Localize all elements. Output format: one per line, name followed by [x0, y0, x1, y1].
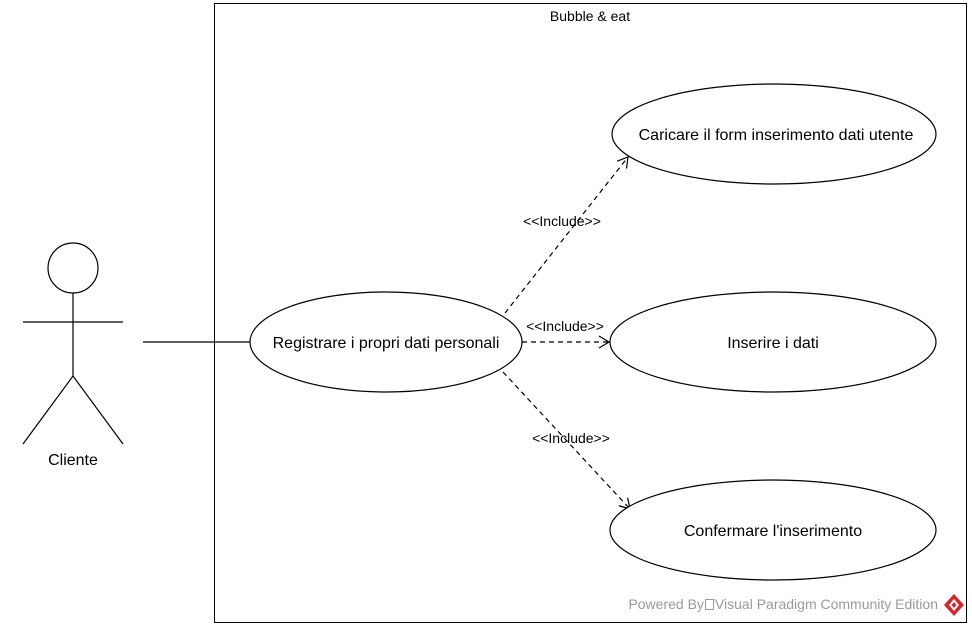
actor-left-leg: [22, 375, 74, 445]
use-case-confirm[interactable]: Confermare l'inserimento: [609, 479, 937, 581]
use-case-confirm-label: Confermare l'inserimento: [684, 523, 862, 540]
include-label-load-form: <<Include>>: [523, 213, 601, 229]
use-case-main[interactable]: Registrare i propri dati personali: [249, 291, 523, 393]
use-case-insert-data[interactable]: Inserire i dati: [609, 291, 937, 393]
include-label-insert-data: <<Include>>: [526, 318, 604, 334]
footer-edition: Visual Paradigm Community Edition: [714, 596, 938, 612]
use-case-load-form-label: Caricare il form inserimento dati utente: [639, 127, 914, 144]
use-case-load-form[interactable]: Caricare il form inserimento dati utente: [611, 83, 937, 185]
placeholder-box-icon: [704, 599, 714, 610]
use-case-main-shape: [249, 291, 523, 393]
use-case-load-form-shape: [611, 83, 937, 185]
include-label-confirm: <<Include>>: [532, 430, 610, 446]
include-arrow-load-form[interactable]: [504, 156, 629, 314]
use-case-main-label: Registrare i propri dati personali: [273, 335, 500, 352]
include-arrow-confirm[interactable]: [502, 371, 631, 510]
visual-paradigm-logo-icon: [944, 594, 964, 616]
actor-right-leg: [72, 375, 124, 445]
use-case-confirm-shape: [609, 479, 937, 581]
actor-name: Cliente: [48, 452, 98, 469]
system-title: Bubble & eat: [550, 8, 630, 24]
use-case-insert-data-label: Inserire i dati: [727, 335, 819, 352]
actor-head: [47, 242, 99, 294]
footer-powered-by: Powered By: [628, 596, 704, 612]
actor-cliente[interactable]: Cliente: [22, 242, 124, 469]
footer-watermark: Powered By Visual Paradigm Community Edit…: [0, 596, 938, 612]
use-case-insert-data-shape: [609, 291, 937, 393]
